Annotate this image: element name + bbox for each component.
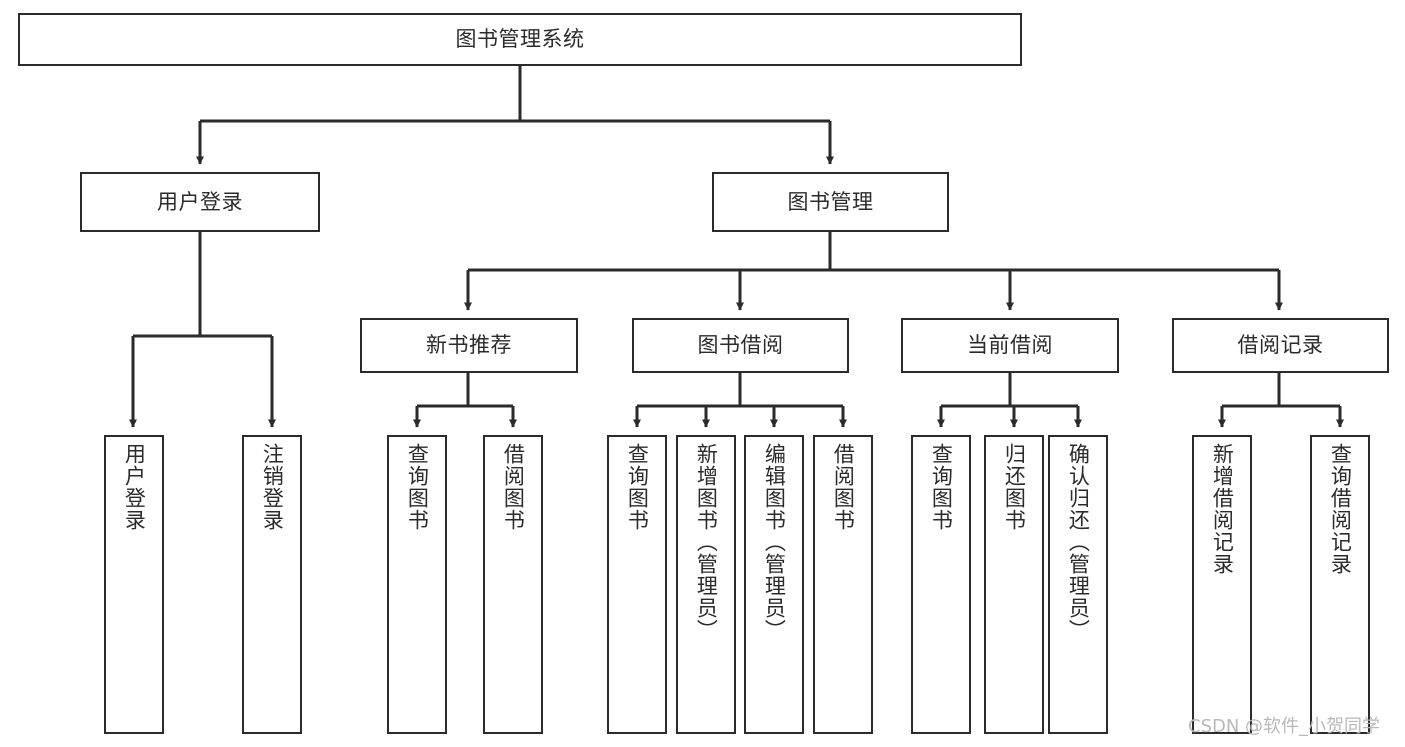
node-leaf-query-book-3[interactable]: 查询图书	[911, 435, 971, 734]
node-user-login-label: 用户登录	[157, 189, 243, 214]
node-leaf-return-book-label: 归还图书	[1002, 443, 1027, 531]
node-current-borrow-label: 当前借阅	[967, 333, 1053, 358]
node-leaf-query-book-1[interactable]: 查询图书	[387, 435, 447, 734]
node-leaf-add-borrow-record-label: 新增借阅记录	[1210, 443, 1235, 575]
node-borrow-record[interactable]: 借阅记录	[1172, 318, 1389, 373]
node-new-book-recommend-label: 新书推荐	[426, 333, 512, 358]
node-leaf-query-borrow-record-label: 查询借阅记录	[1328, 443, 1353, 575]
node-book-management-label: 图书管理	[787, 189, 874, 214]
node-root-label: 图书管理系统	[455, 27, 585, 52]
node-leaf-return-book[interactable]: 归还图书	[984, 435, 1044, 734]
node-leaf-query-book-2-label: 查询图书	[625, 443, 650, 531]
node-leaf-query-book-3-label: 查询图书	[929, 443, 954, 531]
node-leaf-query-borrow-record[interactable]: 查询借阅记录	[1310, 435, 1370, 734]
node-leaf-borrow-book-1-label: 借阅图书	[501, 443, 526, 531]
node-book-management[interactable]: 图书管理	[712, 172, 949, 232]
node-new-book-recommend[interactable]: 新书推荐	[360, 318, 578, 373]
node-user-login[interactable]: 用户登录	[80, 172, 320, 232]
node-leaf-logout[interactable]: 注销登录	[242, 435, 302, 734]
node-leaf-add-book-admin[interactable]: 新增图书（管理员）	[676, 435, 736, 734]
node-leaf-add-book-admin-label: 新增图书（管理员）	[694, 443, 719, 641]
node-leaf-user-login-label: 用户登录	[122, 443, 147, 531]
node-leaf-borrow-book-2-label: 借阅图书	[831, 443, 856, 531]
node-borrow-record-label: 借阅记录	[1237, 333, 1324, 358]
node-root[interactable]: 图书管理系统	[18, 13, 1022, 66]
node-leaf-borrow-book-1[interactable]: 借阅图书	[483, 435, 543, 734]
node-leaf-logout-label: 注销登录	[260, 443, 285, 531]
node-leaf-add-borrow-record[interactable]: 新增借阅记录	[1192, 435, 1252, 734]
node-leaf-user-login[interactable]: 用户登录	[104, 435, 164, 734]
node-leaf-edit-book-admin[interactable]: 编辑图书（管理员）	[744, 435, 804, 734]
csdn-watermark: CSDN @软件_小贺同学	[1188, 716, 1381, 737]
node-leaf-confirm-return-admin-label: 确认归还（管理员）	[1066, 443, 1091, 641]
node-leaf-query-book-1-label: 查询图书	[405, 443, 430, 531]
node-leaf-query-book-2[interactable]: 查询图书	[607, 435, 667, 734]
node-leaf-edit-book-admin-label: 编辑图书（管理员）	[762, 443, 787, 641]
node-book-borrow[interactable]: 图书借阅	[632, 318, 849, 373]
node-current-borrow[interactable]: 当前借阅	[901, 318, 1119, 373]
node-leaf-confirm-return-admin[interactable]: 确认归还（管理员）	[1048, 435, 1108, 734]
node-leaf-borrow-book-2[interactable]: 借阅图书	[813, 435, 873, 734]
node-book-borrow-label: 图书借阅	[697, 333, 784, 358]
